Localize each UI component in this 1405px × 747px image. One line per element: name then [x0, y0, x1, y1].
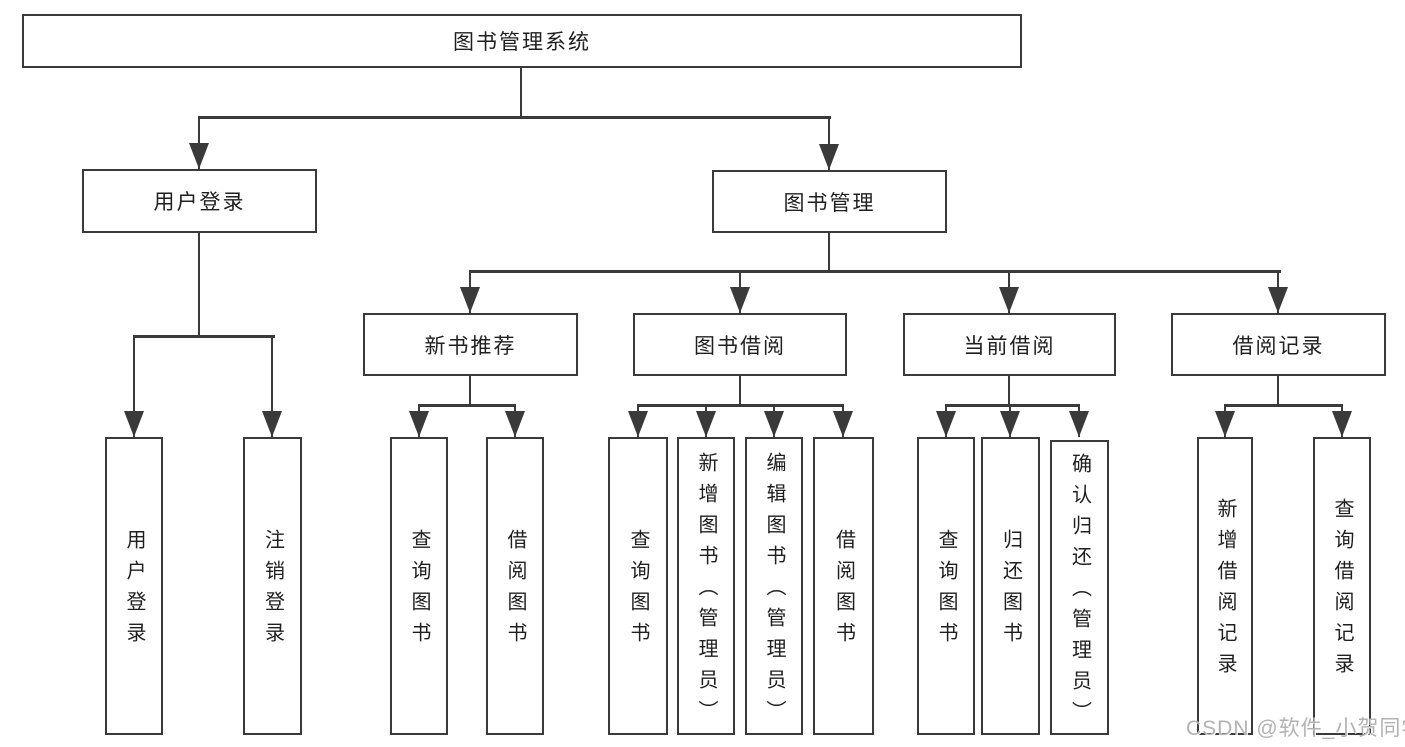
- node-user-login-branch: 用户登录: [82, 169, 317, 233]
- arrowhead-login-leaf: [124, 411, 144, 437]
- node-book-borrowing: 图书借阅: [633, 313, 847, 376]
- arrowhead-book-mgmt: [819, 144, 839, 170]
- leaf-cb-confirm-return-admin: 确认归还（管理员）: [1050, 440, 1109, 735]
- arrowhead-cb-return: [1000, 411, 1020, 437]
- connector-current-borrow-bar: [945, 404, 1080, 407]
- connector-book-borrow-bar: [637, 404, 844, 407]
- node-book-management-branch: 图书管理: [712, 170, 947, 233]
- leaf-bb-edit-books-admin: 编辑图书（管理员）: [745, 437, 803, 735]
- connector-borrow-record-stem: [1277, 376, 1279, 406]
- connector-user-login-stem: [198, 233, 200, 337]
- arrowhead-book-borrow: [730, 287, 750, 313]
- node-new-book-recommend: 新书推荐: [363, 313, 578, 376]
- leaf-user-login: 用户登录: [105, 437, 163, 735]
- arrowhead-bb-query: [628, 411, 648, 437]
- connector-book-borrow-stem: [739, 376, 741, 406]
- arrowhead-br-add: [1215, 411, 1235, 437]
- leaf-br-add-record: 新增借阅记录: [1197, 437, 1253, 735]
- arrowhead-logout-leaf: [262, 411, 282, 437]
- arrowhead-new-book: [460, 287, 480, 313]
- connector-book-mgmt-stem: [828, 233, 830, 272]
- leaf-bb-query-books: 查询图书: [608, 437, 668, 735]
- arrowhead-borrow-record: [1268, 287, 1288, 313]
- connector-new-book-bar: [418, 404, 516, 407]
- arrowhead-nb-borrow: [505, 411, 525, 437]
- arrowhead-current-borrow: [999, 287, 1019, 313]
- connector-drop-login-leaf: [133, 335, 135, 437]
- leaf-cb-query-books: 查询图书: [917, 437, 975, 735]
- leaf-logout: 注销登录: [243, 437, 302, 735]
- node-borrowing-records: 借阅记录: [1171, 313, 1386, 376]
- arrowhead-cb-confirm: [1069, 411, 1089, 437]
- arrowhead-bb-edit: [764, 411, 784, 437]
- connector-drop-user-login: [198, 116, 200, 169]
- connector-current-borrow-stem: [1008, 376, 1010, 406]
- connector-root-stem: [520, 68, 522, 118]
- connector-drop-book-mgmt: [828, 116, 830, 170]
- leaf-cb-return-books: 归还图书: [981, 437, 1040, 735]
- connector-borrow-record-bar: [1224, 404, 1343, 407]
- arrowhead-cb-query: [936, 411, 956, 437]
- leaf-bb-borrow-books: 借阅图书: [813, 437, 874, 735]
- node-root-library-system: 图书管理系统: [22, 14, 1022, 68]
- leaf-nb-query-books: 查询图书: [390, 437, 448, 735]
- node-current-borrowing: 当前借阅: [903, 313, 1116, 376]
- arrowhead-nb-query: [409, 411, 429, 437]
- leaf-nb-borrow-books: 借阅图书: [486, 437, 544, 735]
- leaf-br-query-record: 查询借阅记录: [1313, 437, 1371, 735]
- arrowhead-user-login: [189, 143, 209, 169]
- connector-root-bar: [198, 116, 831, 119]
- csdn-watermark: CSDN @软件_小贺同学: [1186, 717, 1405, 740]
- arrowhead-bb-add: [696, 411, 716, 437]
- connector-user-login-bar: [133, 335, 275, 338]
- arrowhead-br-query: [1332, 411, 1352, 437]
- arrowhead-bb-borrow: [833, 411, 853, 437]
- connector-drop-logout-leaf: [271, 335, 273, 437]
- connector-new-book-stem: [469, 376, 471, 406]
- connector-book-mgmt-bar: [469, 270, 1281, 273]
- leaf-bb-add-books-admin: 新增图书（管理员）: [677, 437, 735, 735]
